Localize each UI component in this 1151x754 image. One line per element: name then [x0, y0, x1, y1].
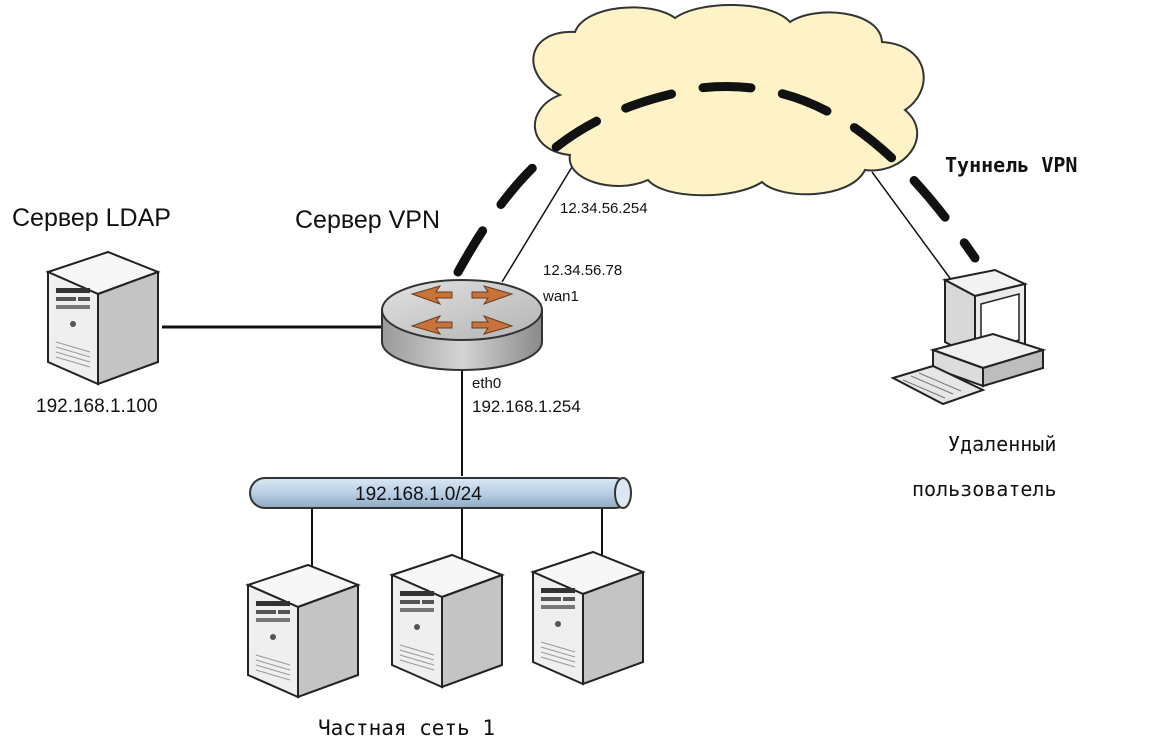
eth-interface: eth0 — [472, 375, 501, 392]
subnet-label: 192.168.1.0/24 — [355, 484, 482, 505]
eth-ip: 192.168.1.254 — [472, 397, 581, 416]
private-server-3 — [532, 551, 644, 685]
ldap-server-title: Сервер LDAP — [12, 204, 171, 232]
internet-cloud-icon — [532, 4, 925, 197]
vpn-tunnel — [453, 82, 980, 277]
desktop-computer-icon — [890, 268, 1047, 406]
private-network-label: Частная сеть 1 — [318, 716, 495, 740]
private-server-1 — [247, 564, 359, 698]
cloud-remote-link — [871, 171, 956, 286]
router-icon — [381, 279, 543, 371]
ldap-server-icon — [47, 251, 159, 385]
lan-segment — [249, 477, 632, 509]
private-server-2 — [391, 554, 503, 688]
wan-ip: 12.34.56.78 — [543, 262, 622, 279]
gateway-ip: 12.34.56.254 — [560, 200, 648, 217]
connections — [162, 161, 956, 580]
remote-user-label-line2: пользователь — [912, 477, 1057, 501]
remote-user-label-line1: Удаленный — [948, 432, 1056, 456]
tunnel-label: Туннель VPN — [945, 153, 1077, 177]
wan-interface: wan1 — [542, 288, 579, 305]
vpn-server-title: Сервер VPN — [295, 206, 440, 234]
router-cloud-link — [501, 161, 576, 283]
ldap-server-ip: 192.168.1.100 — [36, 396, 158, 417]
